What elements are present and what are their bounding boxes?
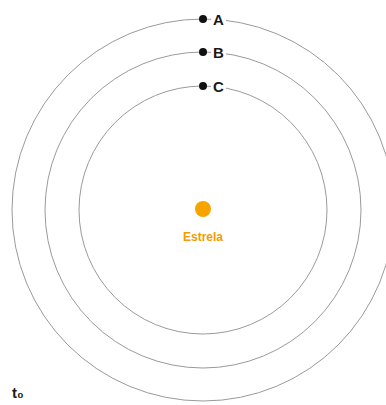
outer-orbit <box>12 19 386 401</box>
middle-orbit <box>45 52 361 368</box>
star-label: Estrela <box>181 230 225 244</box>
planet-dot <box>199 15 207 23</box>
planet-dot <box>199 48 207 56</box>
planet-label: C <box>211 78 226 95</box>
time-label: t₀ <box>10 384 26 401</box>
planet-dot <box>199 82 207 90</box>
planet-label: B <box>211 44 226 61</box>
inner-orbit <box>79 86 327 334</box>
star-dot <box>195 201 211 217</box>
planet-label: A <box>211 11 226 28</box>
